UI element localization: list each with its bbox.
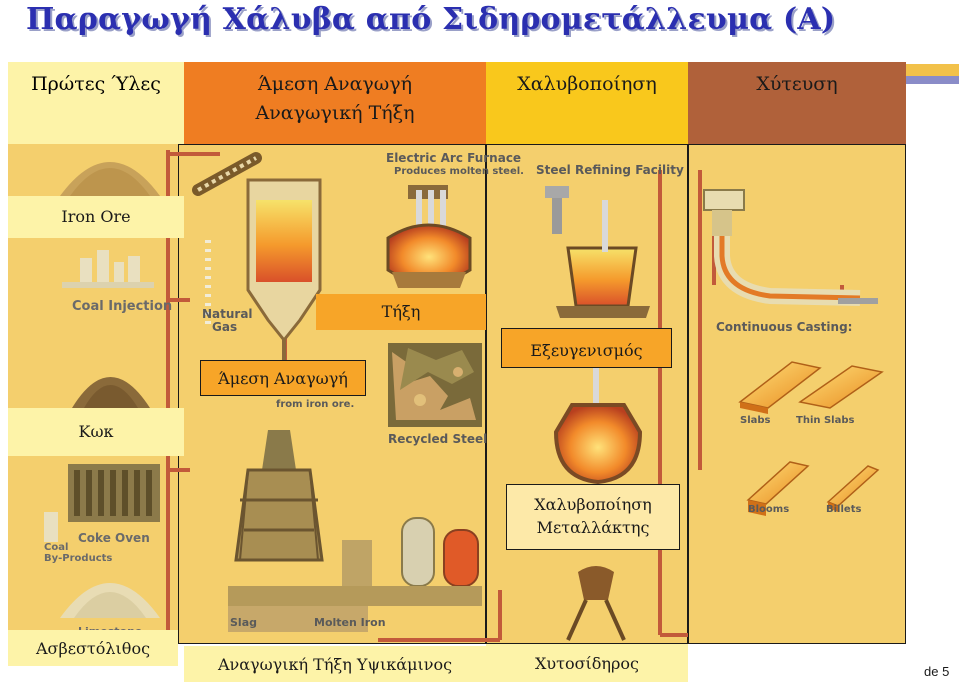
coal-byproducts-label-2: By-Products xyxy=(44,553,112,564)
iron-ore-pile xyxy=(60,162,160,196)
label-iron-ore: Iron Ore xyxy=(8,196,184,238)
coke-pile xyxy=(72,377,150,408)
continuous-casting-label: Continuous Casting: xyxy=(716,320,852,334)
header-reduction: Άμεση Αναγωγή Αναγωγική Τήξη xyxy=(184,62,486,144)
refining-facility-label: Steel Refining Facility xyxy=(536,163,684,177)
label-melting: Τήξη xyxy=(316,294,486,330)
label-converter: Χαλυβοποίηση Μεταλλάκτης xyxy=(506,484,680,550)
header-raw-text: Πρώτες Ύλες xyxy=(31,73,161,95)
label-converter-line1: Χαλυβοποίηση xyxy=(534,495,652,514)
label-converter-line2: Μεταλλάκτης xyxy=(536,518,650,537)
page-number: de 5 xyxy=(924,664,950,679)
limestone-pile xyxy=(60,583,160,618)
billets-label: Billets xyxy=(826,504,861,515)
thin-slabs-label: Thin Slabs xyxy=(796,415,855,426)
label-direct-reduction: Άμεση Αναγωγή xyxy=(200,360,366,396)
continuous-caster xyxy=(703,189,878,306)
page-title: Παραγωγή Χάλυβα από Σιδηρομετάλλευμα (Α) xyxy=(26,2,836,37)
electric-arc-furnace xyxy=(386,185,472,288)
pig-iron-ladle xyxy=(566,566,626,641)
slag-label: Slag xyxy=(230,616,257,629)
direct-reduction-shaft xyxy=(205,178,322,360)
steel-refining-facility xyxy=(545,186,650,318)
recycled-steel-image xyxy=(388,343,482,427)
header-raw-materials: Πρώτες Ύλες xyxy=(8,62,184,144)
slabs-label: Slabs xyxy=(740,415,771,426)
panel-steelmaking xyxy=(486,144,688,644)
cast-products xyxy=(738,361,884,516)
recycled-steel-label: Recycled Steel xyxy=(388,432,487,446)
label-coke: Κωκ xyxy=(8,408,184,456)
eaf-label: Electric Arc Furnace xyxy=(386,151,521,165)
iron-ore-note-2: from iron ore. xyxy=(276,399,354,410)
natural-gas-label-2: Gas xyxy=(212,320,237,334)
label-limestone: Ασβεστόλιθος xyxy=(8,630,178,666)
label-blast-furnace: Αναγωγική Τήξη Υψικάμινος xyxy=(184,646,486,682)
natural-gas-label-1: Natural xyxy=(202,307,253,321)
header-steelmaking-text: Χαλυβοποίηση xyxy=(517,73,657,95)
header-casting-text: Χύτευση xyxy=(756,73,838,95)
coke-oven xyxy=(44,464,160,542)
coal-byproducts-label-1: Coal xyxy=(44,542,68,553)
basic-oxygen-furnace xyxy=(553,368,643,485)
coal-silos xyxy=(62,250,154,288)
header-reduction-line2: Αναγωγική Τήξη xyxy=(255,102,415,124)
eaf-sublabel: Produces molten steel. xyxy=(394,166,524,177)
coke-oven-label: Coke Oven xyxy=(78,531,150,545)
header-reduction-line1: Άμεση Αναγωγή xyxy=(258,73,412,95)
coal-injection-label: Coal Injection xyxy=(72,299,172,314)
header-steelmaking: Χαλυβοποίηση xyxy=(486,62,688,144)
header-casting: Χύτευση xyxy=(688,62,906,144)
label-pig-iron: Χυτοσίδηρος xyxy=(486,644,688,682)
label-refining: Εξευγενισμός xyxy=(501,328,672,368)
molten-iron-label: Molten Iron xyxy=(314,616,386,629)
blast-furnace xyxy=(228,430,482,632)
header-bar xyxy=(906,64,959,76)
blooms-label: Blooms xyxy=(748,504,789,515)
conveyor-belt xyxy=(192,152,262,196)
